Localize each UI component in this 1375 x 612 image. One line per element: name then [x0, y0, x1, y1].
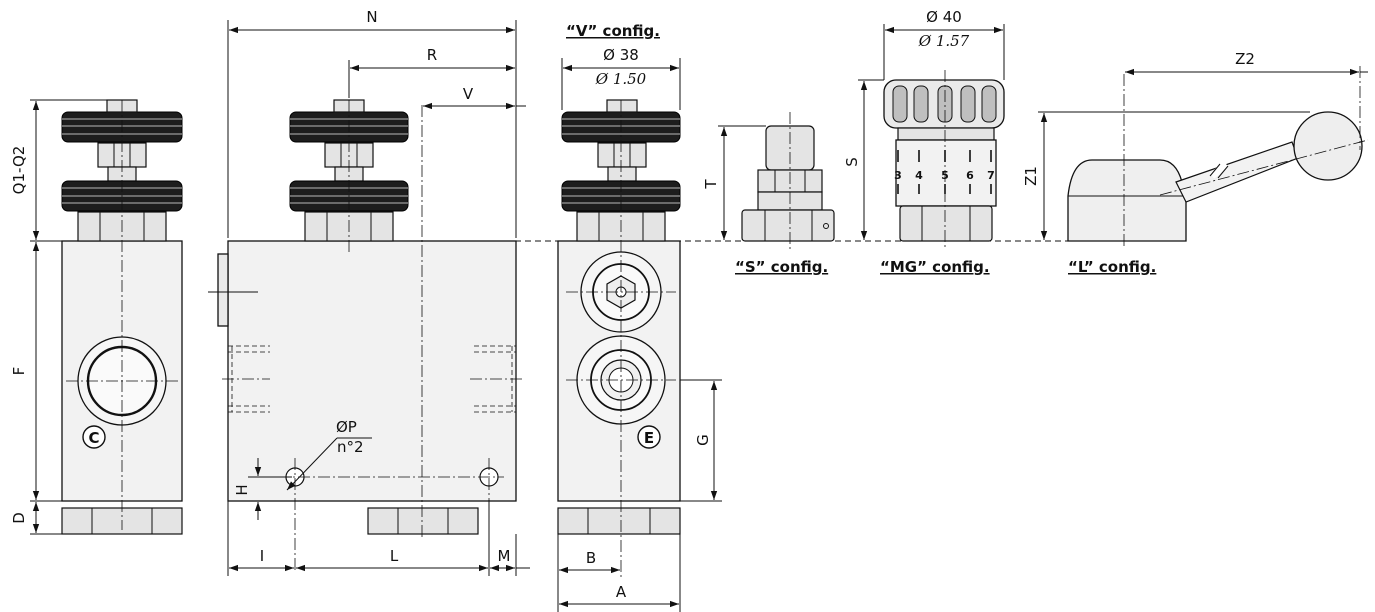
dim-q1q2: Q1-Q2: [10, 146, 28, 195]
port-c-badge: [82, 425, 106, 449]
dim-d150: Ø 1.50: [595, 70, 647, 88]
side-boss: [217, 253, 229, 327]
dim-phi-p: ØP: [336, 418, 357, 436]
top-screw-right: [606, 99, 638, 113]
stem-right: [607, 166, 637, 182]
config-s-label: “S” config.: [735, 258, 828, 276]
dim-z2: Z2: [1235, 50, 1255, 68]
dim-n2: n°2: [337, 438, 364, 456]
config-v-label: “V” config.: [566, 22, 660, 40]
config-l-label: “L” config.: [1068, 258, 1156, 276]
front-view: ØP n°2: [208, 99, 522, 570]
dim-l: L: [390, 547, 399, 565]
mg-config-view: 3 4 5 6 7 Ø 40 Ø 1.57 S “MG” config.: [843, 8, 1005, 276]
dim-n: N: [366, 8, 377, 26]
hex-nut-right: [597, 142, 647, 168]
s-nut-base: [741, 209, 835, 242]
dim-v: V: [463, 85, 474, 103]
dim-d: D: [10, 512, 28, 524]
bottom-plug-right: [557, 507, 681, 535]
mg-scale-6: 6: [966, 169, 974, 182]
dim-t: T: [702, 179, 720, 190]
dim-d38: Ø 38: [603, 46, 639, 64]
dim-a: A: [616, 583, 627, 601]
bottom-plug-front: [367, 507, 479, 535]
mg-scale-3: 3: [894, 169, 902, 182]
dim-g: G: [694, 434, 712, 446]
port-c-label: C: [88, 429, 99, 447]
l-lever-arm: [1175, 141, 1299, 203]
right-side-view: “V” config. E: [557, 22, 681, 578]
dim-m: M: [498, 547, 511, 565]
s-config-view: T “S” config.: [702, 112, 835, 276]
mg-scale-body: [895, 139, 997, 207]
dim-d157: Ø 1.57: [918, 32, 970, 50]
left-dimensions: Q1-Q2 F D: [10, 99, 130, 535]
dim-h: H: [233, 484, 251, 495]
dim-r: R: [427, 46, 437, 64]
dim-f: F: [10, 367, 28, 376]
dim-b: B: [586, 549, 596, 567]
mg-collar: [897, 127, 995, 141]
right-dimensions: Ø 38 Ø 1.50 G B A: [557, 46, 722, 612]
dim-d40: Ø 40: [926, 8, 962, 26]
valve-body-front: [227, 240, 517, 502]
port-e-label: E: [644, 429, 654, 447]
mg-base-nut: [899, 205, 993, 242]
port-e-badge: [637, 425, 661, 449]
front-dimensions: N R V H I L M: [227, 8, 530, 576]
dim-s: S: [843, 157, 861, 167]
l-config-view: Z2 Z1 “L” config.: [1022, 50, 1369, 276]
config-mg-label: “MG” config.: [880, 258, 990, 276]
mg-scale-7: 7: [987, 169, 995, 182]
dim-i: I: [260, 547, 264, 565]
mg-scale-4: 4: [915, 169, 923, 182]
l-lever-base: [1067, 159, 1187, 242]
dim-z1: Z1: [1022, 166, 1040, 186]
left-side-view: C: [61, 99, 183, 535]
l-lever-ball: [1293, 111, 1363, 181]
